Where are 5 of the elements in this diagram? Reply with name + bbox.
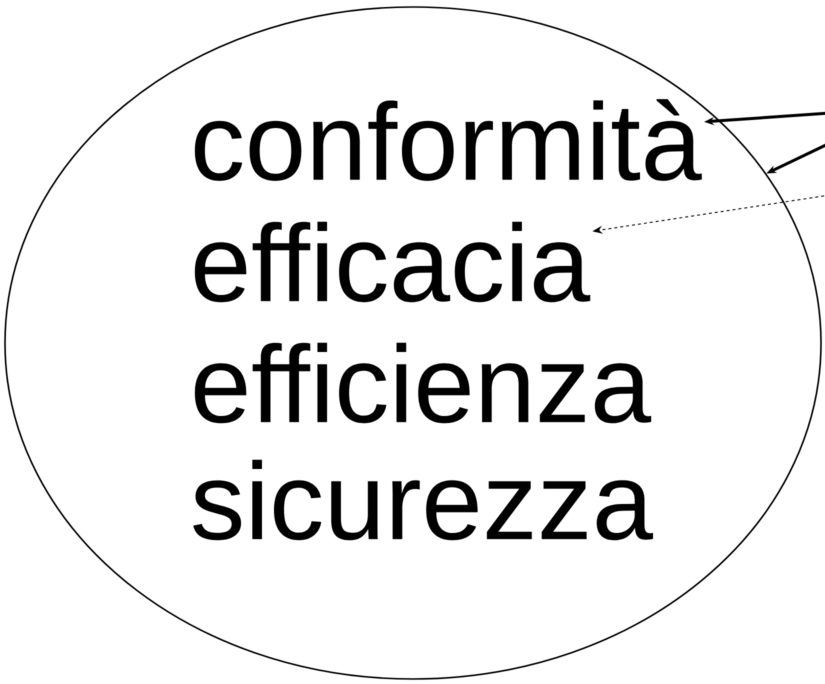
word: efficacia xyxy=(194,222,590,302)
word: conformità xyxy=(194,99,702,181)
word: sicurezza xyxy=(193,460,654,540)
word: efficienza xyxy=(194,342,652,424)
ellipse xyxy=(4,6,822,680)
